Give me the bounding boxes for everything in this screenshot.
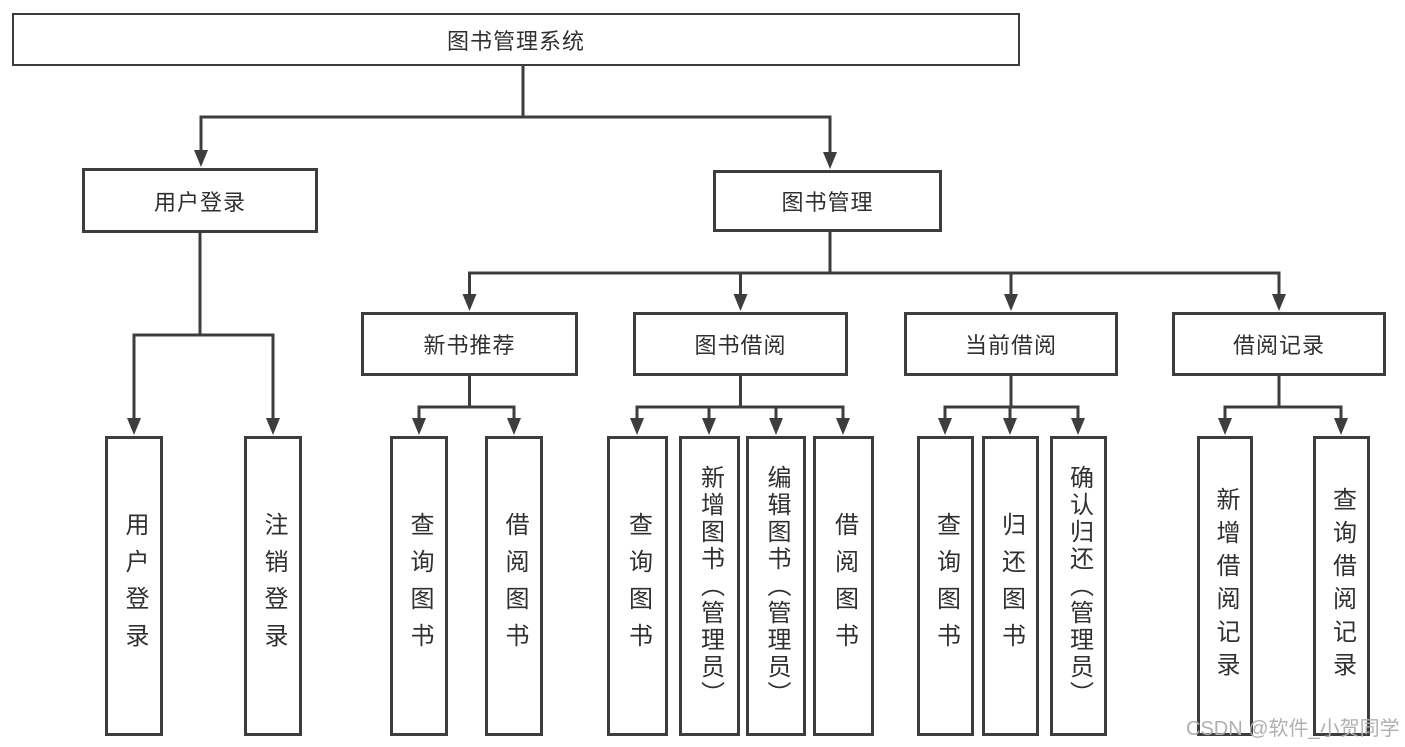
node-label: 图书管理	[781, 190, 874, 215]
leaf-label: 编辑图书（管理员）	[763, 464, 790, 708]
node-label: 图书管理系统	[446, 28, 585, 54]
leaf-borrow-book-2: 借阅图书	[813, 436, 874, 736]
node-label: 借阅记录	[1232, 333, 1325, 358]
node-label: 用户登录	[153, 189, 246, 215]
leaf-label: 借阅图书	[501, 512, 528, 660]
leaf-label: 新增图书（管理员）	[696, 464, 724, 708]
node-system-root: 图书管理系统	[12, 13, 1020, 66]
node-new-book-recommend: 新书推荐	[361, 312, 578, 376]
leaf-query-borrow-record: 查询借阅记录	[1313, 436, 1370, 736]
leaf-label: 新增借阅记录	[1212, 487, 1239, 685]
leaf-label: 查询图书	[406, 512, 433, 660]
leaf-label: 查询图书	[624, 512, 652, 660]
node-label: 新书推荐	[423, 333, 516, 358]
leaf-query-book-2: 查询图书	[607, 436, 668, 736]
leaf-query-book-1: 查询图书	[390, 436, 448, 736]
leaf-return-book: 归还图书	[982, 436, 1039, 736]
leaf-label: 归还图书	[997, 512, 1025, 660]
leaf-label: 确认归还（管理员）	[1065, 464, 1093, 708]
leaf-logout: 注销登录	[244, 436, 302, 736]
leaf-label: 注销登录	[260, 512, 287, 660]
leaf-label: 用户登录	[121, 512, 148, 660]
node-label: 图书借阅	[694, 333, 787, 358]
leaf-label: 查询借阅记录	[1328, 487, 1356, 685]
leaf-add-book-admin: 新增图书（管理员）	[679, 436, 740, 736]
leaf-user-login: 用户登录	[105, 436, 163, 736]
node-borrow-records: 借阅记录	[1172, 312, 1386, 376]
leaf-label: 查询图书	[932, 512, 960, 660]
leaf-label: 借阅图书	[830, 512, 858, 660]
node-book-management: 图书管理	[713, 170, 942, 232]
node-book-borrow: 图书借阅	[633, 312, 848, 376]
leaf-confirm-return-admin: 确认归还（管理员）	[1050, 436, 1107, 736]
node-current-borrow: 当前借阅	[904, 312, 1118, 376]
csdn-watermark: CSDN @软件_小贺同学	[1186, 718, 1400, 740]
leaf-add-borrow-record: 新增借阅记录	[1197, 436, 1253, 736]
node-user-login: 用户登录	[82, 168, 318, 233]
node-label: 当前借阅	[964, 333, 1057, 358]
leaf-query-book-3: 查询图书	[917, 436, 974, 736]
leaf-edit-book-admin: 编辑图书（管理员）	[746, 436, 806, 736]
leaf-borrow-book-1: 借阅图书	[485, 436, 543, 736]
